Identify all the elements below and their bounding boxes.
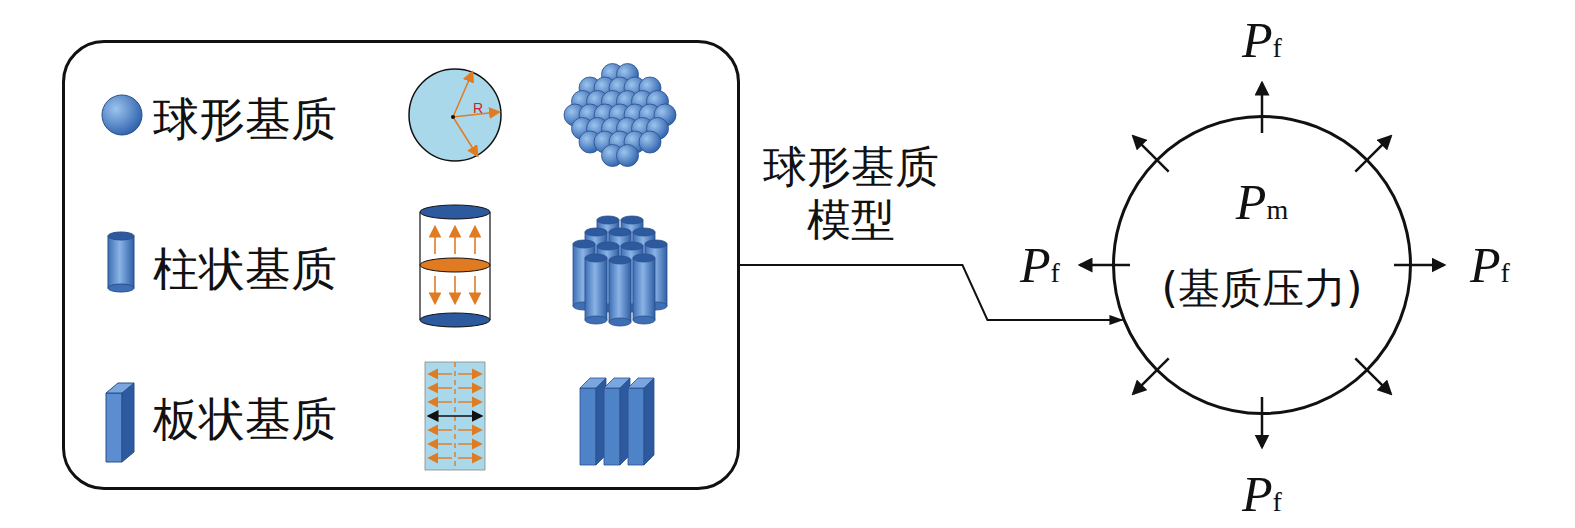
matrix-type-panel: 球形基质柱状基质板状基质 — [62, 40, 740, 490]
pressure-symbol: Pf — [1020, 240, 1060, 290]
matrix-circle: Pm (基质压力) — [1112, 115, 1412, 415]
pressure-symbol: Pf — [1242, 469, 1282, 519]
node-label: 球形基质 — [153, 93, 337, 146]
node-label: 柱状基质 — [153, 243, 337, 296]
pressure-symbol: Pf — [1242, 15, 1282, 65]
pressure-symbol: Pm — [1112, 177, 1412, 227]
edge-label: 球形基质 模型 — [751, 141, 951, 247]
node-label: (基质压力) — [1112, 265, 1412, 313]
node-label: 板状基质 — [153, 393, 337, 446]
flow-arrow — [740, 265, 1122, 320]
radius-label: R — [473, 100, 483, 116]
pressure-symbol: Pf — [1470, 240, 1510, 290]
